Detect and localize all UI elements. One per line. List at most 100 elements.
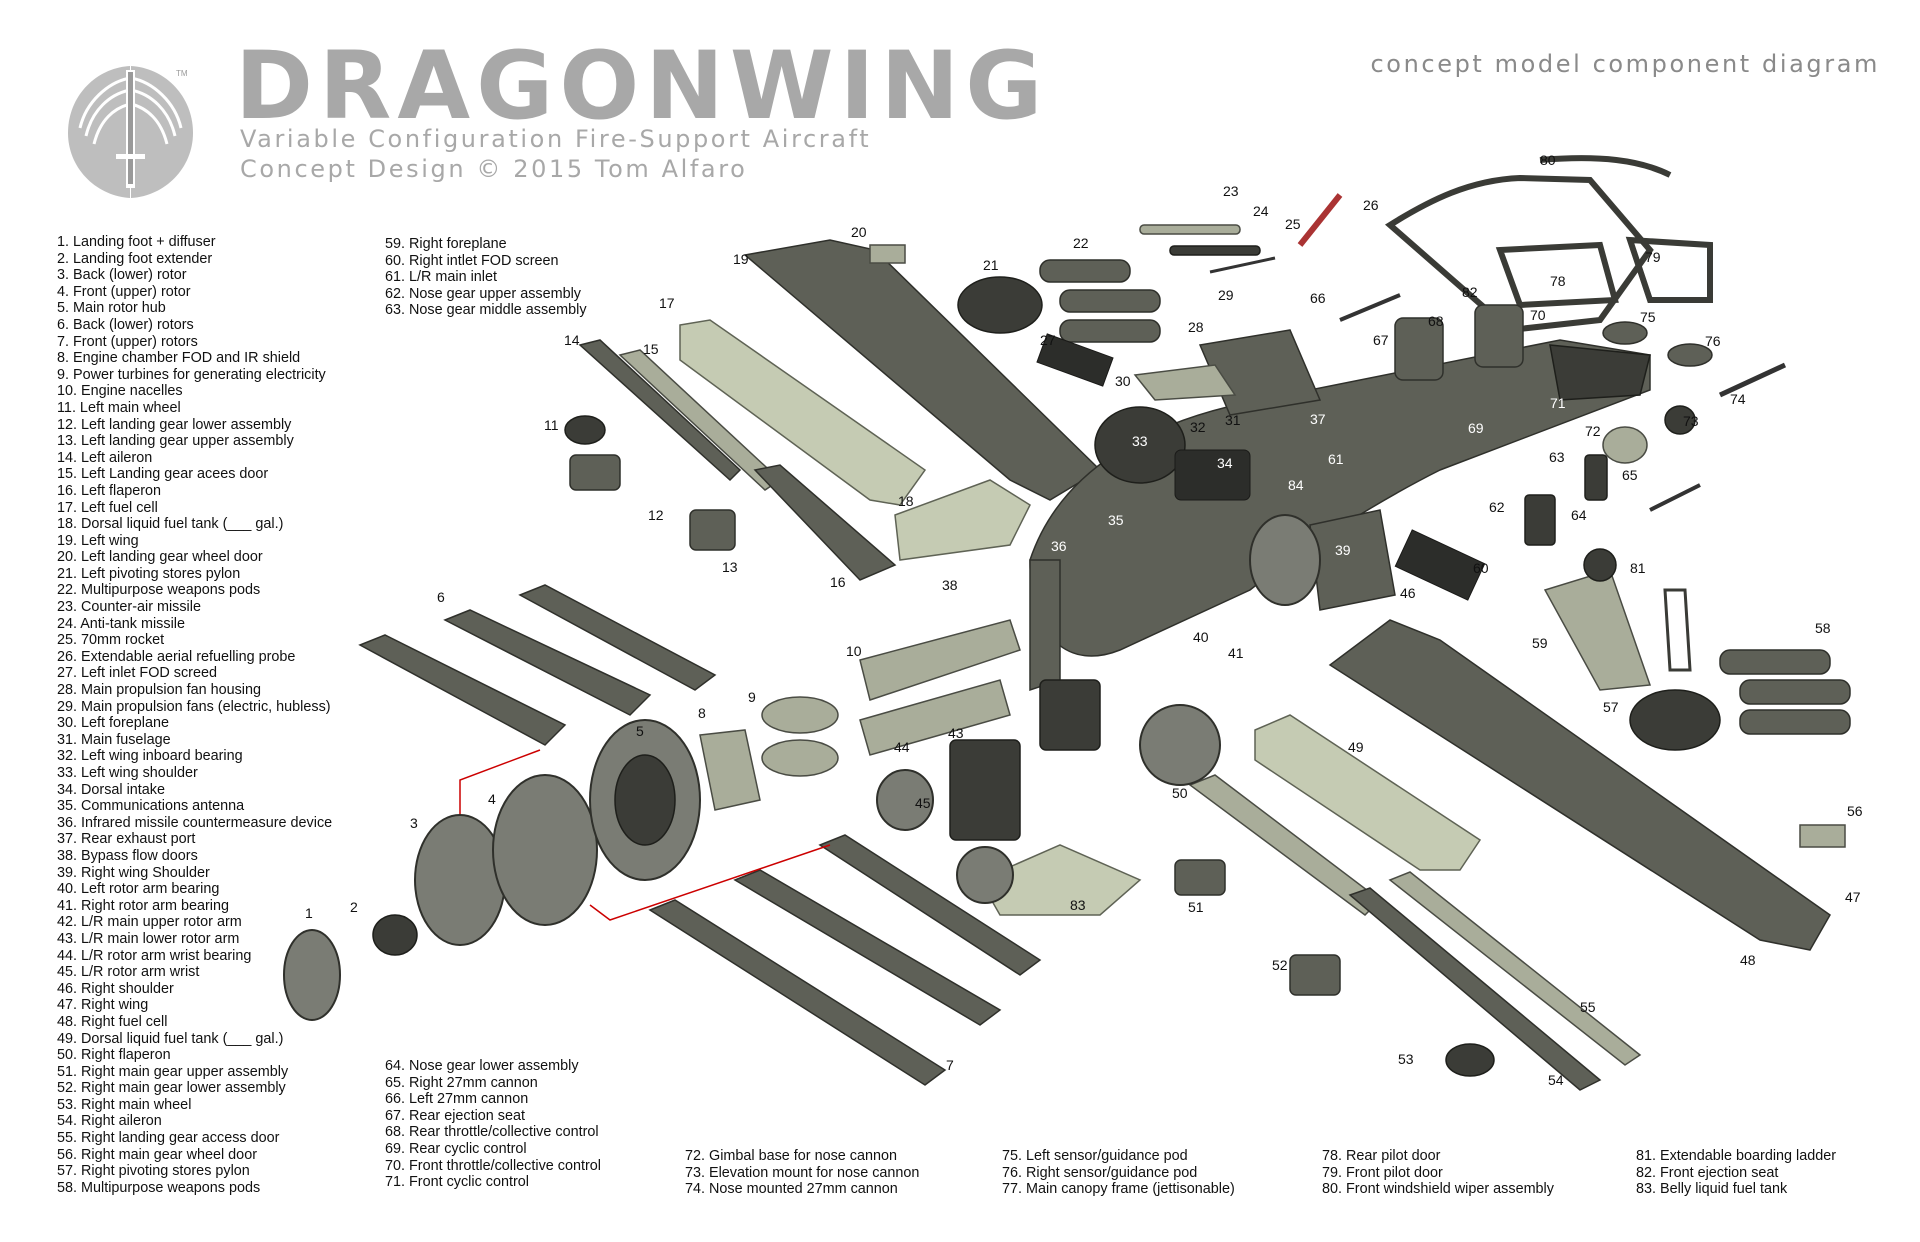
legend-item: 50. Right flaperon <box>57 1047 171 1064</box>
left-sensor-pod <box>1602 321 1648 345</box>
callout-79: 79 <box>1645 249 1661 265</box>
legend-item: 56. Right main gear wheel door <box>57 1146 257 1163</box>
callout-32: 32 <box>1190 419 1206 435</box>
legend-item: 51. Right main gear upper assembly <box>57 1063 289 1080</box>
legend-item: 41. Right rotor arm bearing <box>57 897 229 914</box>
left-landing-gear-access-door <box>618 349 782 491</box>
legend-item: 47. Right wing <box>57 997 149 1014</box>
left-landing-gear-lower <box>569 454 621 491</box>
legend-item: 35. Communications antenna <box>57 798 245 815</box>
callout-36: 36 <box>1051 538 1067 554</box>
callout-29: 29 <box>1218 287 1234 303</box>
callout-15: 15 <box>643 341 659 357</box>
callout-39: 39 <box>1335 542 1351 558</box>
legend-item: 61. L/R main inlet <box>385 269 497 286</box>
legend-item: 73. Elevation mount for nose cannon <box>685 1164 920 1181</box>
left-rotor-arm-bearing <box>1139 704 1221 786</box>
legend-item: 37. Rear exhaust port <box>57 831 196 848</box>
callout-6: 6 <box>437 589 445 605</box>
callout-58: 58 <box>1815 620 1831 636</box>
callout-84: 84 <box>1288 477 1304 493</box>
legend-item: 2. Landing foot extender <box>57 250 213 267</box>
right-main-gear-upper <box>1174 859 1226 896</box>
counter-air-missile <box>1139 224 1241 235</box>
legend-item: 18. Dorsal liquid fuel tank (___ gal.) <box>57 516 284 533</box>
rotor-arm-upper <box>1039 679 1101 751</box>
callout-49: 49 <box>1348 739 1364 755</box>
legend-item: 34. Dorsal intake <box>57 781 165 798</box>
legend-item: 19. Left wing <box>57 532 139 549</box>
callout-69: 69 <box>1468 420 1484 436</box>
callout-5: 5 <box>636 723 644 739</box>
callout-61: 61 <box>1328 451 1344 467</box>
callout-28: 28 <box>1188 319 1204 335</box>
front-upper-rotor <box>492 774 598 926</box>
callout-60: 60 <box>1473 560 1489 576</box>
dragonwing-logo: TM <box>68 66 193 198</box>
windshield-wiper <box>1539 155 1672 178</box>
left-landing-gear-wheel-door <box>869 244 906 264</box>
rotor-connector-line-front <box>589 844 831 921</box>
callout-33: 33 <box>1132 433 1148 449</box>
callout-67: 67 <box>1373 332 1389 348</box>
callout-37-dorsal: 37 <box>1310 411 1326 427</box>
callout-78: 78 <box>1550 273 1566 289</box>
left-foreplane <box>1133 364 1237 401</box>
callout-54: 54 <box>1548 1072 1564 1088</box>
legend-item: 6. Back (lower) rotors <box>57 316 194 333</box>
callout-2: 2 <box>350 899 358 915</box>
weapons-pod-left-2 <box>1059 289 1161 313</box>
right-flaperon <box>1188 774 1382 916</box>
legend-item: 10. Engine nacelles <box>57 383 183 400</box>
callout-45: 45 <box>915 795 931 811</box>
callout-9: 9 <box>748 689 756 705</box>
callout-21: 21 <box>983 257 999 273</box>
legend-item: 20. Left landing gear wheel door <box>57 549 263 566</box>
design-credit: Concept Design © 2015 Tom Alfaro <box>240 155 748 183</box>
callout-4: 4 <box>488 791 496 807</box>
legend-item: 74. Nose mounted 27mm cannon <box>685 1181 898 1198</box>
legend-item: 21. Left pivoting stores pylon <box>57 565 241 582</box>
callout-42: 42 <box>1098 662 1114 678</box>
legend-item: 62. Nose gear upper assembly <box>385 285 581 302</box>
left-wing <box>743 239 1102 501</box>
legend-item: 16. Left flaperon <box>57 482 162 499</box>
callout-7: 7 <box>946 1057 954 1073</box>
callout-3: 3 <box>410 815 418 831</box>
callout-70: 70 <box>1530 307 1546 323</box>
legend-item: 5. Main rotor hub <box>57 300 166 317</box>
nose-mounted-27mm-cannon <box>1718 362 1787 398</box>
legend-item: 80. Front windshield wiper assembly <box>1322 1181 1554 1198</box>
left-fuel-cell <box>679 319 927 506</box>
legend-item: 3. Back (lower) rotor <box>57 267 187 284</box>
legend-item: 11. Left main wheel <box>57 399 181 416</box>
legend-item: 30. Left foreplane <box>57 715 170 732</box>
right-foreplane <box>1543 569 1652 691</box>
front-ejection-seat <box>1474 304 1524 368</box>
dorsal-fuel-tank-left <box>894 479 1031 561</box>
callout-26: 26 <box>1363 197 1379 213</box>
front-pilot-door <box>1625 236 1713 303</box>
right-sensor-pod <box>1667 343 1713 367</box>
left-landing-gear-upper <box>689 509 736 551</box>
right-wing-shoulder <box>1309 509 1396 611</box>
legend-item: 33. Left wing shoulder <box>57 765 198 781</box>
left-27mm-cannon <box>1339 293 1401 322</box>
legend-item: 81. Extendable boarding ladder <box>1636 1148 1837 1164</box>
rocket-70mm <box>1209 256 1276 274</box>
callout-83: 83 <box>1070 897 1086 913</box>
legend-item: 31. Main fuselage <box>57 731 171 748</box>
callout-50: 50 <box>1172 785 1188 801</box>
legend-item: 53. Right main wheel <box>57 1096 192 1113</box>
callout-74: 74 <box>1730 391 1746 407</box>
callout-75: 75 <box>1640 309 1656 325</box>
rotor-connector-line-back <box>459 749 541 825</box>
right-pivoting-stores-pylon <box>1629 689 1721 751</box>
legend-item: 17. Left fuel cell <box>57 499 158 516</box>
legend-item: 52. Right main gear lower assembly <box>57 1080 286 1097</box>
legend-item: 75. Left sensor/guidance pod <box>1002 1148 1188 1164</box>
legend-item: 32. Left wing inboard bearing <box>57 748 243 765</box>
